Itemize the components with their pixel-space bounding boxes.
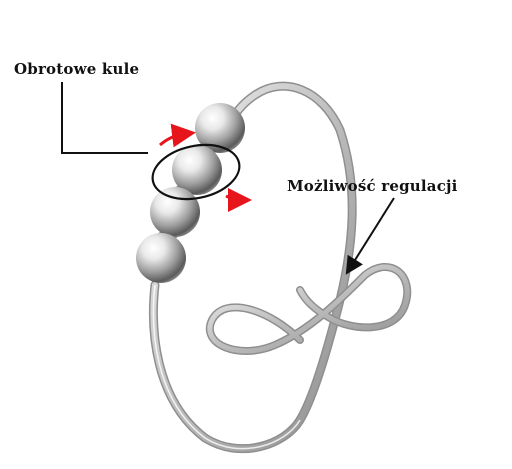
adjustable-label: Możliwość regulacji: [287, 177, 458, 195]
bead: [172, 145, 222, 195]
bead: [150, 187, 200, 237]
bead: [136, 233, 186, 283]
rotating-beads-label: Obrotowe kule: [14, 60, 140, 78]
ring-band: [149, 81, 357, 454]
rotating-beads: [136, 103, 245, 283]
rotating-beads-leader: [61, 82, 148, 154]
adjustable-loop: [205, 263, 412, 355]
adjustable-leader-arrow: [345, 197, 395, 275]
bead: [195, 103, 245, 153]
rotation-indicator: [151, 123, 252, 212]
